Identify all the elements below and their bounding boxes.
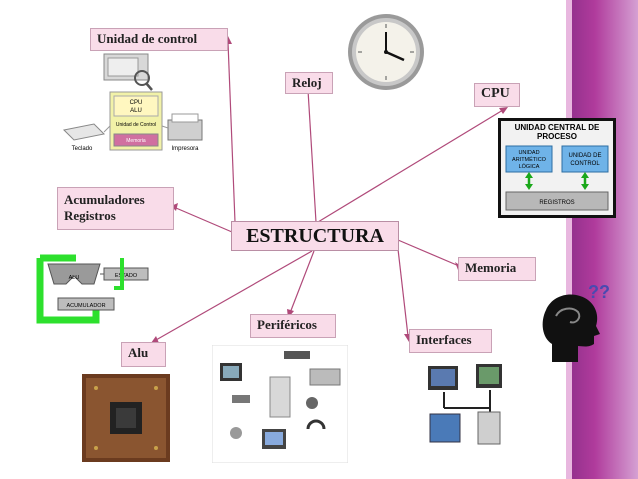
cu-image-memoria: Memoria	[126, 138, 146, 144]
label-acumuladores: Acumuladores	[64, 192, 145, 207]
cpu-image-alu-1: UNIDAD	[518, 150, 539, 156]
cpu-image-cu-1: UNIDAD DE	[568, 153, 601, 159]
peripherals-illustration	[212, 345, 348, 463]
node-alu: Alu	[121, 342, 166, 367]
cu-image-alu: ALU	[130, 108, 142, 114]
arrowhead-acumuladores	[171, 203, 178, 211]
node-cpu: CPU	[474, 83, 520, 107]
cpu-image-alu-2: ARITMÉTICO	[512, 156, 547, 163]
decorative-side-band	[566, 0, 638, 479]
processor-chip-illustration	[82, 374, 170, 462]
link-interfaces	[397, 248, 409, 337]
cu-image-impresora: Impresora	[171, 146, 199, 152]
link-alu	[155, 250, 313, 341]
link-perifericos	[289, 250, 315, 314]
cu-image-unidad: Unidad de Control	[116, 122, 156, 128]
node-reloj: Reloj	[285, 72, 333, 94]
link-memoria	[397, 239, 460, 267]
arrowhead-cpu	[499, 107, 508, 114]
register-image-alu: ALU	[69, 275, 80, 281]
cu-image-cpu: CPU	[130, 100, 143, 106]
label-registros: Registros	[64, 208, 116, 223]
cpu-image-registros: REGISTROS	[539, 200, 574, 206]
link-unidad-de-control	[227, 41, 236, 223]
question-mark-icon: ??	[588, 282, 610, 302]
register-image-acumulador: ACUMULADOR	[66, 303, 105, 309]
control-unit-illustration: CPU ALU Unidad de Control Memoria Teclad…	[62, 53, 203, 152]
link-reloj	[307, 89, 317, 223]
cpu-image-alu-3: LÓGICA	[519, 163, 540, 170]
cpu-block-illustration: UNIDAD CENTRAL DE PROCESO UNIDAD ARITMÉT…	[498, 118, 616, 218]
register-image-estado: ESTADO	[115, 273, 138, 279]
node-memoria: Memoria	[458, 257, 536, 281]
node-unidad-de-control: Unidad de control	[90, 28, 228, 51]
center-node-estructura: ESTRUCTURA	[231, 221, 399, 251]
interfaces-illustration	[428, 364, 502, 445]
cpu-image-title-1: UNIDAD CENTRAL DE	[515, 123, 600, 132]
link-cpu	[317, 109, 504, 223]
node-perifericos: Periféricos	[250, 314, 336, 338]
cu-image-teclado: Teclado	[72, 146, 93, 152]
cpu-image-cu-2: CONTROL	[570, 161, 600, 167]
link-acumuladores	[175, 207, 233, 233]
band-stripe	[566, 0, 572, 479]
thinking-head-illustration: ??	[542, 282, 610, 362]
cpu-image-title-2: PROCESO	[537, 132, 577, 141]
node-interfaces: Interfaces	[409, 329, 492, 353]
arrowhead-alu	[151, 336, 159, 343]
register-illustration: ALU ESTADO ACUMULADOR	[36, 254, 149, 324]
clock-illustration	[348, 14, 424, 90]
node-acumuladores-registros: Acumuladores Registros	[57, 187, 174, 230]
